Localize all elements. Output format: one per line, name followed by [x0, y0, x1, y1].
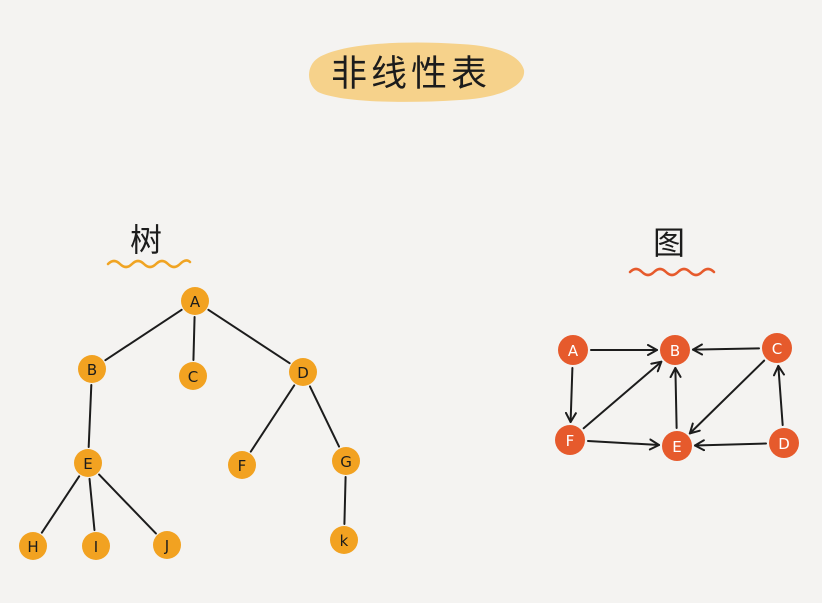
- tree-node-circle: [153, 531, 181, 559]
- graph-node-d: D: [769, 428, 799, 458]
- tree-label-underline: [106, 259, 192, 269]
- tree-node-label: F: [238, 457, 247, 475]
- tree-node-circle: [289, 358, 317, 386]
- graph-edge-a-to-f: [564, 366, 577, 424]
- tree-node-circle: [179, 362, 207, 390]
- graph-node-label: A: [568, 342, 579, 360]
- tree-node-c: C: [179, 362, 207, 390]
- page-title: 非线性表: [331, 54, 491, 95]
- graph-node-circle: [660, 335, 690, 365]
- graph-section-label: 图: [628, 224, 716, 277]
- tree-node-b: B: [78, 355, 106, 383]
- tree-section-label: 树: [106, 221, 192, 269]
- tree-node-a: A: [181, 287, 209, 315]
- tree-node-label: D: [297, 364, 309, 382]
- tree-node-label: I: [94, 538, 98, 556]
- graph-node-f: F: [555, 425, 585, 455]
- tree-node-circle: [228, 451, 256, 479]
- graph-node-circle: [769, 428, 799, 458]
- graph-node-label: C: [772, 340, 782, 358]
- tree-node-label: A: [190, 293, 201, 311]
- graph-node-a: A: [558, 335, 588, 365]
- graph-label: 图: [653, 224, 685, 262]
- tree-node-label: J: [164, 537, 169, 555]
- tree-edge-d-f: [249, 384, 296, 453]
- graph-node-c: C: [762, 333, 792, 363]
- tree-edge-a-c: [192, 315, 196, 362]
- graph-node-label: E: [672, 438, 681, 456]
- tree-node-circle: [82, 532, 110, 560]
- graph-node-circle: [558, 335, 588, 365]
- tree-edge-a-d: [207, 308, 291, 365]
- tree-edge-e-h: [40, 475, 81, 534]
- graph-edge-f-to-b: [582, 360, 663, 430]
- graph-label-underline: [628, 267, 716, 277]
- title-highlight: [309, 42, 525, 102]
- graph-node-e: E: [662, 431, 692, 461]
- tree-node-label: E: [83, 455, 92, 473]
- graph-edge-c-to-b: [691, 343, 761, 356]
- tree-node-label: k: [340, 532, 349, 550]
- tree-edge-a-b: [104, 308, 183, 362]
- tree-node-label: H: [27, 538, 38, 556]
- graph-edges: [564, 343, 785, 452]
- graph-node-circle: [555, 425, 585, 455]
- graph-node-circle: [762, 333, 792, 363]
- graph-edge-d-to-c: [772, 364, 785, 427]
- graph-node-label: F: [566, 432, 575, 450]
- tree-node-circle: [19, 532, 47, 560]
- graph-edge-d-to-e: [693, 439, 768, 452]
- title-group: 非线性表: [309, 42, 525, 102]
- tree-node-h: H: [19, 532, 47, 560]
- tree-node-circle: [332, 447, 360, 475]
- tree-label: 树: [130, 221, 162, 259]
- graph-node-circle: [662, 431, 692, 461]
- tree-node-f: F: [228, 451, 256, 479]
- graph-node-label: B: [670, 342, 680, 360]
- tree-edge-e-i: [88, 477, 96, 532]
- tree-edge-d-g: [308, 385, 341, 448]
- tree-node-k: k: [330, 526, 358, 554]
- graph-node-label: D: [778, 435, 790, 453]
- graph-edge-e-to-b: [669, 366, 682, 430]
- tree-edge-e-j: [98, 473, 157, 535]
- graph-edge-f-to-e: [586, 438, 661, 451]
- tree-node-circle: [74, 449, 102, 477]
- tree-node-e: E: [74, 449, 102, 477]
- graph-node-b: B: [660, 335, 690, 365]
- tree-node-circle: [330, 526, 358, 554]
- tree-edge-g-k: [343, 475, 347, 526]
- tree-node-circle: [78, 355, 106, 383]
- tree-node-j: J: [153, 531, 181, 559]
- tree-edges: [40, 308, 347, 535]
- tree-node-i: I: [82, 532, 110, 560]
- tree-node-label: B: [87, 361, 97, 379]
- tree-node-label: G: [340, 453, 352, 471]
- tree-edge-b-e: [87, 383, 93, 449]
- tree-node-circle: [181, 287, 209, 315]
- tree-node-g: G: [332, 447, 360, 475]
- tree-node-d: D: [289, 358, 317, 386]
- graph-nodes: A B C D E F: [555, 333, 799, 461]
- graph-edge-c-to-e: [688, 359, 766, 435]
- tree-node-label: C: [188, 368, 198, 386]
